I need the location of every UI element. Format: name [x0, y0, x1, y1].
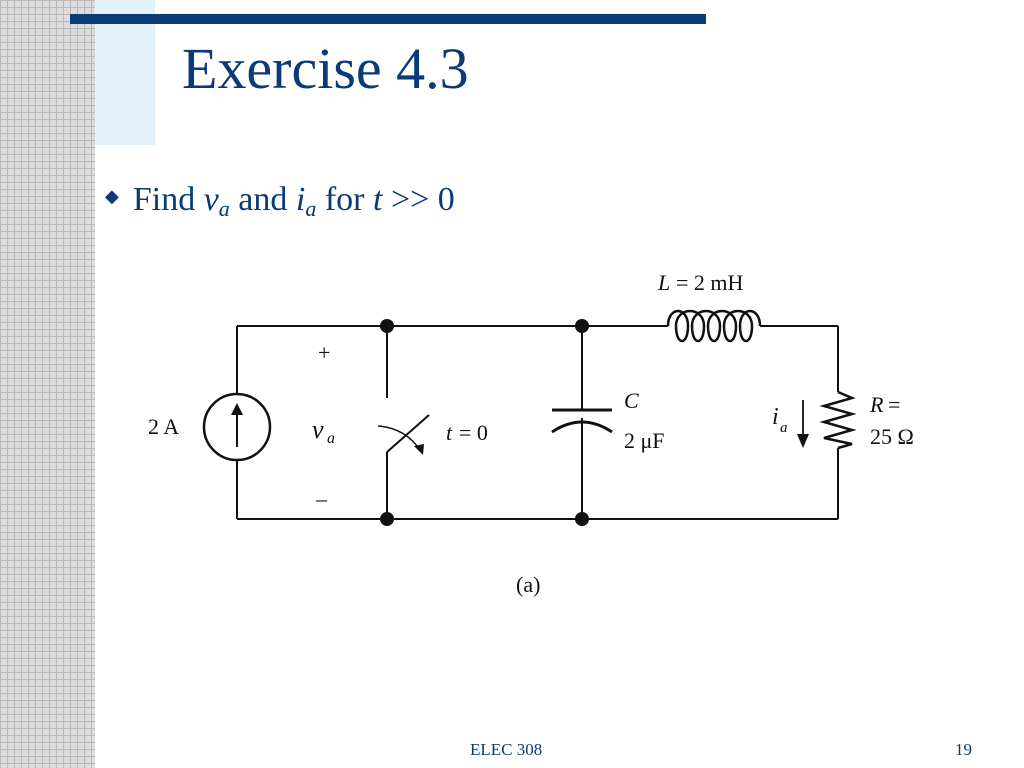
- bullet-var-i: i: [295, 181, 306, 218]
- bullet-sub-a2: a: [305, 196, 317, 221]
- va-label-v: v: [312, 415, 324, 444]
- footer-page-number: 19: [955, 740, 972, 759]
- top-rule: [70, 14, 706, 24]
- junction-dots: [380, 319, 589, 526]
- diamond-bullet-icon: ◆: [105, 186, 119, 206]
- bullet-sub-a1: a: [218, 196, 230, 221]
- inductor-name: L: [657, 270, 670, 295]
- capacitor-name: C: [624, 388, 639, 413]
- inductor-coil: [666, 309, 762, 343]
- switch-time-value: = 0: [459, 420, 488, 445]
- resistor-equals: =: [888, 392, 900, 417]
- current-source: [202, 392, 272, 462]
- inductor-value: = 2 mH: [676, 270, 744, 295]
- capacitor-plate-bottom: [551, 420, 613, 434]
- bullet-item: ◆Find va and ia for t >> 0: [105, 180, 455, 222]
- switch: [377, 414, 430, 455]
- resistor-value: 25 Ω: [870, 424, 914, 449]
- slide-title: Exercise 4.3: [182, 36, 469, 101]
- junction-dot: [575, 319, 589, 333]
- ia-label-sub: a: [780, 420, 788, 436]
- junction-dot: [380, 512, 394, 526]
- capacitor: [551, 408, 613, 434]
- switch-time-var: t: [446, 420, 453, 445]
- ia-label-i: i: [772, 404, 779, 430]
- bullet-var-v: v: [203, 181, 219, 218]
- junction-dot: [380, 319, 394, 333]
- source-circle-icon: [202, 392, 272, 462]
- footer-course: ELEC 308: [470, 740, 543, 759]
- title-accent-block: [95, 0, 155, 145]
- switch-blade: [386, 414, 430, 453]
- bullet-find: Find: [132, 181, 196, 218]
- junction-dot: [575, 512, 589, 526]
- figure-caption: (a): [516, 572, 540, 597]
- ia-arrow: [797, 400, 809, 448]
- bullet-for: for: [324, 181, 365, 218]
- resistor-name: R: [869, 392, 884, 417]
- left-grid-strip: [0, 0, 95, 768]
- bullet-var-t: t: [373, 181, 383, 218]
- wires: [236, 325, 839, 520]
- bullet-and: and: [238, 181, 288, 218]
- va-label-sub: a: [327, 430, 335, 447]
- resistor-zigzag: [819, 390, 857, 450]
- up-arrow-icon: [231, 403, 243, 415]
- bullet-condition: >> 0: [390, 181, 455, 218]
- down-arrow-icon: [797, 434, 809, 448]
- capacitor-value: 2 μF: [624, 428, 665, 453]
- plus-sign: +: [318, 340, 330, 365]
- source-label: 2 A: [148, 414, 179, 439]
- switch-arrow-icon: [414, 444, 424, 455]
- minus-sign: –: [315, 486, 328, 511]
